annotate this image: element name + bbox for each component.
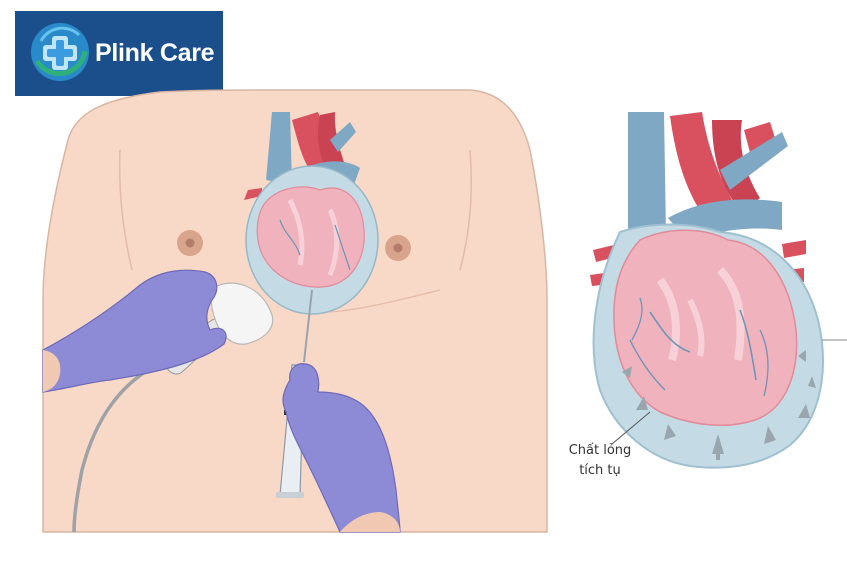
- brand-name: Plink Care: [95, 39, 215, 67]
- fluid-accumulation-label: Chất lỏng tích tụ: [568, 443, 632, 478]
- hand-right-gloved: [282, 363, 401, 533]
- brand-logo: Plink Care: [15, 11, 223, 96]
- hand-left-gloved: [42, 269, 227, 393]
- fluid-pressure-arrows: [622, 350, 816, 460]
- heart-small: [244, 112, 379, 315]
- medical-cross-icon: [31, 23, 89, 81]
- heart-large: [590, 112, 824, 469]
- callout-leader: [611, 411, 651, 445]
- nipple-right: [385, 235, 411, 261]
- nipple-left: [177, 230, 203, 256]
